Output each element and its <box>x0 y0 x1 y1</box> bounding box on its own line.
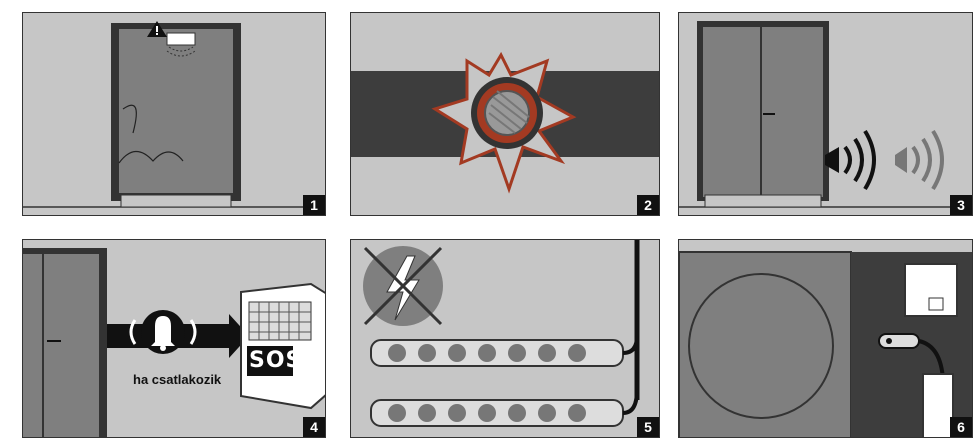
step-number: 5 <box>637 417 659 437</box>
step-panel-4: ha csatlakozik SOS 4 <box>22 239 326 438</box>
step-number: 2 <box>637 195 659 215</box>
explosion-icon <box>431 51 577 194</box>
bell-icon <box>129 310 197 354</box>
no-power-icon <box>363 246 443 326</box>
step-number: 4 <box>303 417 325 437</box>
sos-box <box>240 282 325 410</box>
plug-icon <box>878 333 945 437</box>
sensor-icon <box>166 32 196 57</box>
step-panel-6: 6 <box>678 239 973 438</box>
warning-icon <box>147 21 167 37</box>
step-number: 3 <box>950 195 972 215</box>
cabinet <box>697 21 829 208</box>
step-panel-2: 2 <box>350 12 660 216</box>
step-number: 6 <box>950 417 972 437</box>
step-panel-1: 1 <box>22 12 326 216</box>
speaker-icon <box>825 129 876 191</box>
step-number: 1 <box>303 195 325 215</box>
door-frame <box>111 23 241 208</box>
step-panel-3: 3 <box>678 12 973 216</box>
sos-label: SOS <box>249 348 303 373</box>
cabinet <box>23 248 107 437</box>
caption-text: ha csatlakozik <box>133 372 222 387</box>
step-panel-5: 5 <box>350 239 660 438</box>
power-strip-icon <box>370 335 639 367</box>
power-strip-icon <box>370 389 639 427</box>
speaker-icon <box>895 129 944 191</box>
